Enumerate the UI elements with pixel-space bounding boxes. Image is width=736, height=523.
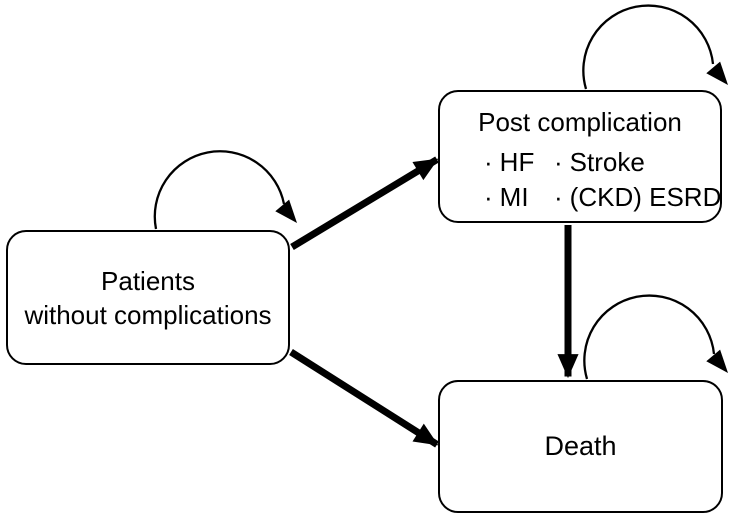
patients-node-label-line1: Patients xyxy=(101,265,195,296)
bullet-stroke: ·Stroke xyxy=(554,149,645,176)
bullet-dot-icon: · xyxy=(554,147,563,177)
bullet-hf: ·HF xyxy=(484,149,534,176)
patients-to-death-arrow xyxy=(289,349,439,448)
bullet-dot-icon: · xyxy=(484,147,493,177)
patients-without-complications-node: Patients without complications xyxy=(6,230,290,365)
bullet-mi-label: MI xyxy=(499,182,529,212)
patients-self-loop-arrowhead-icon xyxy=(275,199,297,223)
bullet-stroke-label: Stroke xyxy=(569,147,645,177)
patients-self-loop-arc xyxy=(153,150,286,230)
death-self-loop-arrowhead-icon xyxy=(706,349,728,373)
bullet-hf-label: HF xyxy=(499,147,535,177)
bullet-mi: ·MI xyxy=(484,184,529,211)
bullet-ckd-esrd: ·(CKD) ESRD xyxy=(554,184,721,211)
post-complication-node-title: Post complication xyxy=(478,107,682,137)
post-complication-node: Post complication ·HF ·Stroke ·MI ·(CKD)… xyxy=(438,90,722,223)
patients-to-post-complication-arrow xyxy=(290,156,439,250)
death-node: Death xyxy=(438,380,723,513)
death-node-label: Death xyxy=(544,431,617,461)
patients-node-label-line2: without complications xyxy=(24,299,272,330)
bullet-dot-icon: · xyxy=(554,182,563,212)
death-self-loop-arc xyxy=(583,294,716,380)
post-complication-self-loop-arc xyxy=(582,4,715,90)
bullet-ckd-esrd-label: (CKD) ESRD xyxy=(569,182,722,212)
bullet-dot-icon: · xyxy=(484,182,493,212)
post-complication-self-loop-arrowhead-icon xyxy=(706,61,728,85)
